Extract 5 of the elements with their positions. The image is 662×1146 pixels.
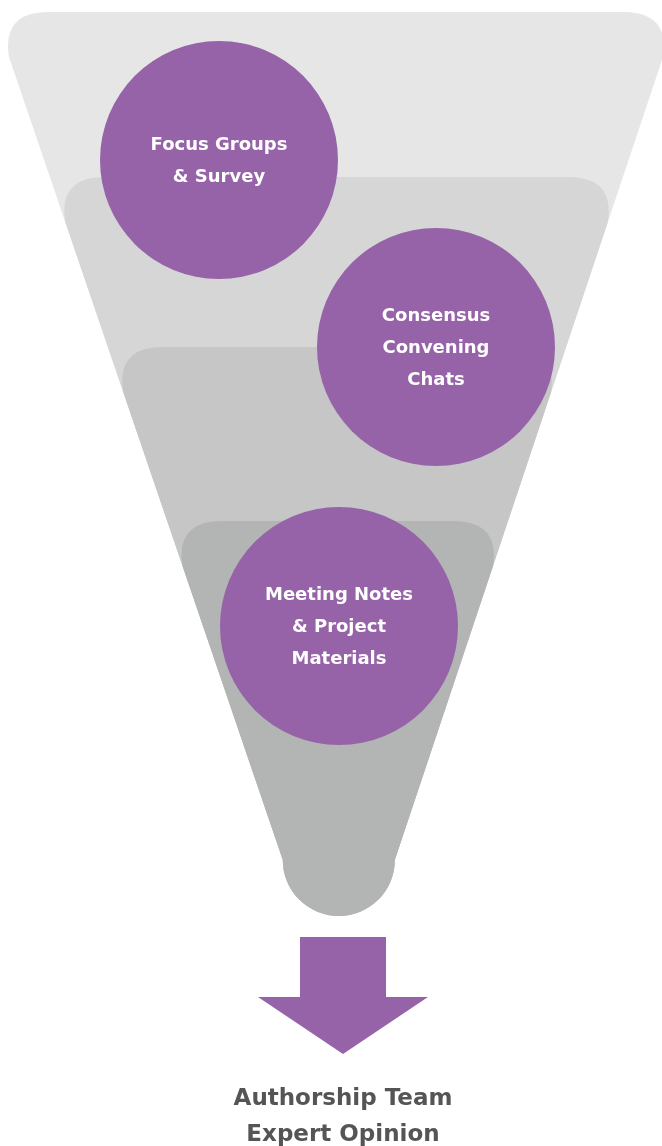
circle-label: Focus Groups & Survey xyxy=(149,132,289,188)
down-arrow xyxy=(258,937,428,1054)
circle-label: Meeting Notes & Project Materials xyxy=(264,582,414,670)
outcome-label: Authorship Team Expert Opinion xyxy=(232,1083,454,1146)
circle-label: Consensus Convening Chats xyxy=(380,303,492,391)
